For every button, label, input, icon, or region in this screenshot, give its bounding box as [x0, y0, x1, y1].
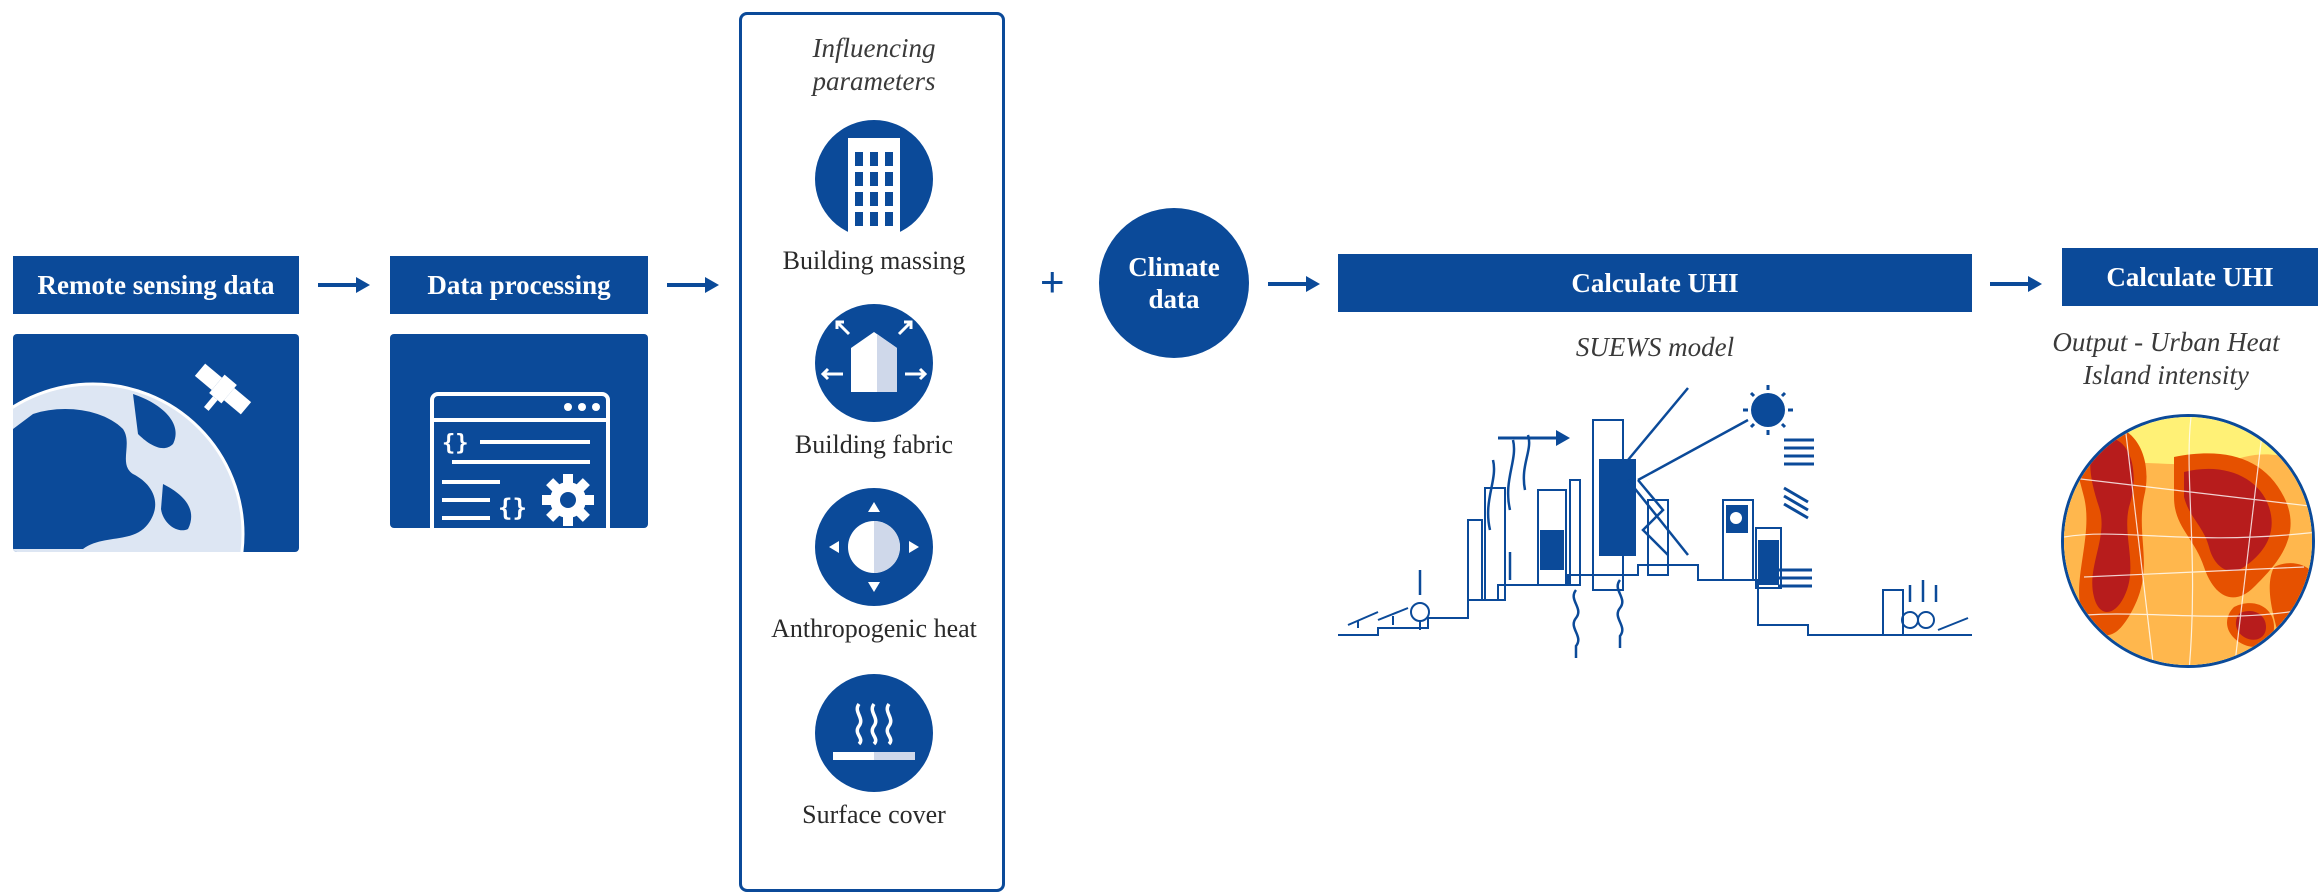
plus-sign: +: [1040, 258, 1065, 305]
arrow-right-icon: [1990, 276, 2042, 292]
climate-data-circle: Climate data: [1099, 208, 1249, 358]
globe-satellite-icon: [13, 363, 252, 552]
parameter-label: Building fabric: [794, 430, 954, 459]
city-energy-illustration: [1338, 380, 1972, 670]
svg-text:{}: {}: [498, 494, 527, 522]
house-heat-icon: [815, 304, 933, 422]
uhi-heat-map: [2061, 414, 2315, 668]
calculate-uhi-model-label: Calculate UHI: [1338, 254, 1972, 312]
arrow-right-icon: [667, 277, 719, 293]
code-window-icon: {} {}: [430, 392, 610, 528]
model-caption: SUEWS model: [1575, 332, 1735, 362]
remote-sensing-label: Remote sensing data: [13, 256, 299, 314]
data-processing-label: Data processing: [390, 256, 648, 314]
parameter-label: Surface cover: [802, 800, 946, 829]
data-processing-panel: {} {}: [390, 334, 648, 528]
output-caption: Output - Urban Heat Island intensity: [2052, 327, 2280, 390]
parameter-label: Building massing: [782, 246, 966, 275]
climate-data-label: Climate data: [1128, 252, 1220, 314]
arrow-right-icon: [1268, 276, 1320, 292]
surface-heat-icon: [815, 674, 933, 792]
sun-heat-icon: [815, 488, 933, 606]
remote-sensing-panel: [13, 334, 299, 552]
arrow-right-icon: [318, 277, 370, 293]
building-icon: [815, 120, 933, 238]
svg-text:{}: {}: [442, 431, 469, 456]
parameters-title: Influencing parameters: [812, 33, 936, 96]
calculate-uhi-output-label: Calculate UHI: [2062, 248, 2318, 306]
parameter-label: Anthropogenic heat: [771, 614, 977, 643]
